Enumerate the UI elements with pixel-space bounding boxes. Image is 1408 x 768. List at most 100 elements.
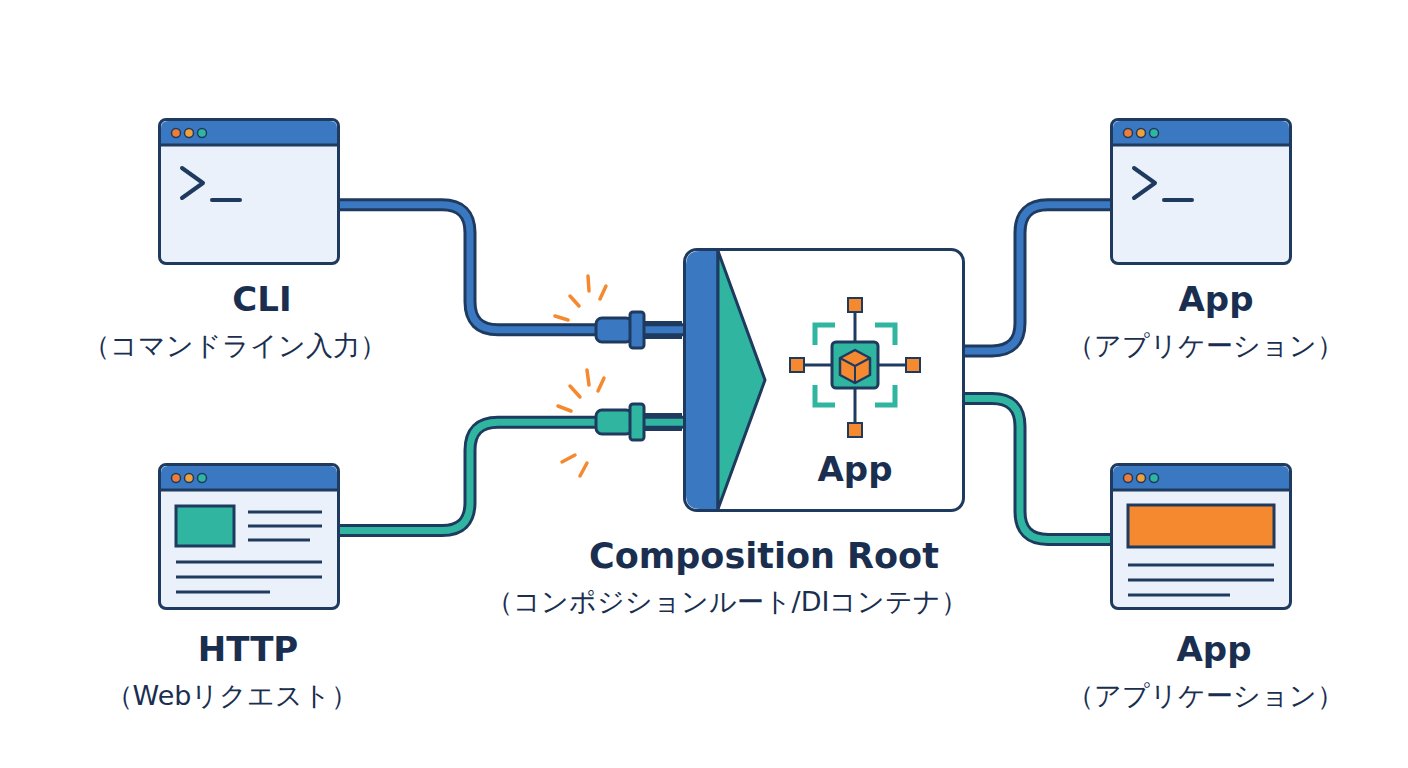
cable-connector (340, 422, 683, 530)
text-line (248, 525, 322, 528)
plug-body (596, 410, 632, 434)
text-line (176, 591, 270, 594)
window-dot (185, 474, 194, 483)
network-link (878, 364, 906, 367)
spark (588, 276, 589, 291)
cable-outline (340, 205, 683, 330)
app-window: App（アプリケーション） (1110, 118, 1292, 265)
spark (570, 296, 579, 306)
http-window: HTTP（Webリクエスト） (158, 463, 340, 610)
cable-outline (340, 422, 683, 530)
app-banner (1128, 505, 1274, 547)
window-dot (185, 129, 194, 138)
window-chrome (1113, 466, 1289, 595)
title-divider (1113, 144, 1289, 147)
window-dot (198, 474, 207, 483)
di-network-icon (790, 298, 920, 437)
cable-core (965, 398, 1110, 539)
node-subtitle: （アプリケーション） (1067, 680, 1344, 711)
spark (587, 370, 589, 385)
spark (570, 386, 580, 397)
title-bar (1113, 466, 1289, 490)
cable-connector (340, 205, 683, 330)
cable-core (340, 205, 683, 330)
cable-outline (965, 205, 1110, 351)
window-dot (198, 129, 207, 138)
text-line (1128, 579, 1274, 582)
cable-connector (965, 398, 1110, 539)
frame-corner (875, 325, 895, 345)
prompt-cursor (1164, 198, 1192, 202)
plug-body (596, 318, 632, 342)
plug-icon (596, 312, 682, 348)
text-line (176, 561, 322, 564)
window-dot (1137, 474, 1146, 483)
cable-core (965, 205, 1110, 351)
core-square (832, 342, 878, 388)
node-subtitle: （アプリケーション） (1067, 330, 1344, 361)
frame-corner (815, 385, 835, 405)
network-node (848, 423, 862, 437)
plug-flange (630, 404, 644, 440)
plug-flange (630, 312, 644, 348)
window-dot (1150, 129, 1159, 138)
cable-core (340, 422, 683, 530)
cable-outline (965, 398, 1110, 539)
inner-label: App (818, 450, 893, 489)
network-node (906, 358, 920, 372)
prompt-icon (1134, 168, 1155, 198)
node-heading: HTTP (198, 630, 299, 669)
plug-prong (644, 335, 682, 339)
network-node (848, 298, 862, 312)
node-subtitle: （Webリクエスト） (106, 680, 359, 711)
text-line (176, 576, 322, 579)
cube-icon (840, 350, 870, 383)
spark (600, 286, 606, 299)
network-link (854, 388, 857, 423)
title-divider (1113, 489, 1289, 492)
prompt-icon (182, 168, 203, 198)
spark-marks (555, 276, 606, 476)
window-dot (1124, 129, 1133, 138)
title-bar (161, 466, 337, 490)
window-dot (172, 129, 181, 138)
title-divider (161, 144, 337, 147)
plug-prong (644, 427, 682, 431)
title-divider (161, 489, 337, 492)
node-heading: CLI (232, 280, 291, 319)
network-node (790, 358, 804, 372)
window-dot (1124, 474, 1133, 483)
node-subtitle: （コンポジションルート/DIコンテナ） (486, 586, 969, 617)
node-heading: App (1177, 630, 1252, 669)
text-line (1128, 594, 1230, 597)
text-line (248, 539, 310, 542)
funnel-triangle (718, 251, 765, 509)
network-link (854, 312, 857, 342)
spark (598, 378, 604, 391)
window-dot (172, 474, 181, 483)
window-chrome (161, 466, 337, 592)
spark (558, 406, 571, 411)
frame-corner (875, 385, 895, 405)
title-bar (1113, 121, 1289, 145)
hub-decoration (686, 251, 765, 509)
app-window: App（アプリケーション） (1110, 463, 1292, 610)
cube-edge (854, 366, 856, 383)
web-image-block (176, 506, 234, 546)
band-divider (717, 251, 720, 509)
text-line (1128, 564, 1274, 567)
spark (562, 455, 575, 462)
cable-connector (965, 205, 1110, 351)
window-chrome (1113, 121, 1289, 200)
node-heading: App (1179, 280, 1254, 319)
title-bar (161, 121, 337, 145)
frame-corner (815, 325, 835, 345)
window-dot (1137, 129, 1146, 138)
spark (580, 463, 587, 476)
spark (555, 316, 568, 320)
plug-icon (596, 404, 682, 440)
node-subtitle: （コマンドライン入力） (83, 330, 387, 361)
network-link (804, 364, 832, 367)
